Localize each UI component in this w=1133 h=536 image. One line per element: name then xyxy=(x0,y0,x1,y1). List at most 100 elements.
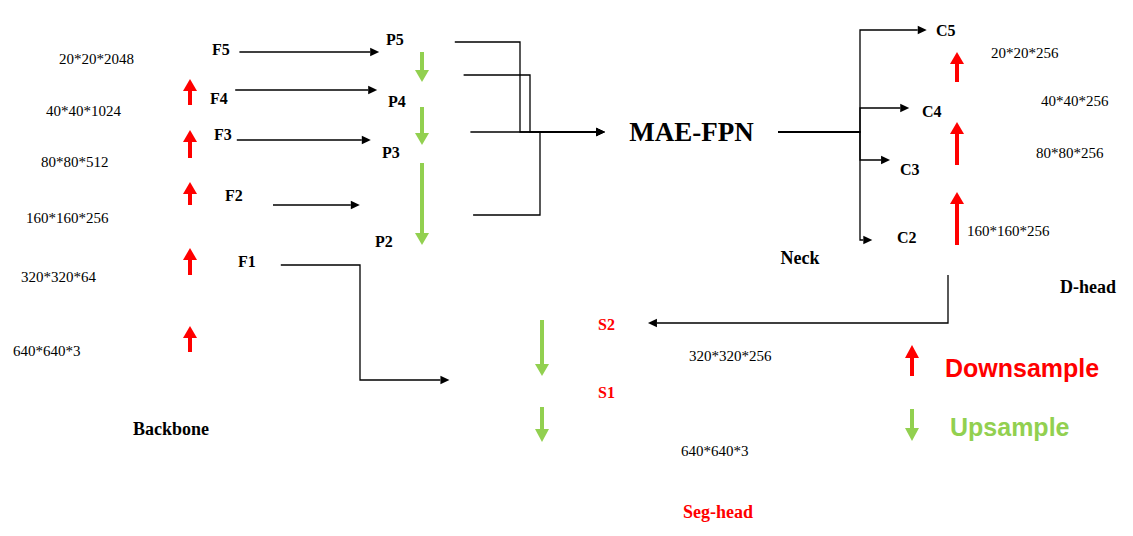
plane-label-holder: F4 xyxy=(210,90,228,108)
downsample-arrowhead xyxy=(183,326,197,338)
plane-label-holder: P3 xyxy=(382,144,400,162)
arrowhead xyxy=(183,248,197,260)
backbone-region: BackboneF5F4F3F2F1 xyxy=(10,18,333,442)
connector-line xyxy=(955,64,959,82)
connector-line xyxy=(955,134,959,165)
plane-label-holder: C4 xyxy=(922,103,942,121)
dimension-label-holder: 160*160*256 xyxy=(25,210,110,227)
region-title: Backbone xyxy=(133,419,209,440)
plane-shape xyxy=(905,65,1035,125)
plane-label-holder: F3 xyxy=(214,126,232,144)
dimension-label: 40*40*1024 xyxy=(45,103,122,120)
dimension-label-holder: 20*20*256 xyxy=(990,45,1060,62)
connector-arrow xyxy=(778,132,890,164)
plane-shape xyxy=(920,8,995,58)
box-label: MAE-FPN xyxy=(629,117,753,148)
plane-shape xyxy=(375,22,460,68)
arrowhead xyxy=(535,364,549,376)
dimension-label-holder: 320*320*64 xyxy=(20,269,97,286)
region-title-holder: Backbone xyxy=(133,419,209,440)
legend-text-holder: Upsample xyxy=(950,413,1069,442)
plane-label-holder: F1 xyxy=(238,253,256,271)
arrowhead xyxy=(596,128,605,136)
feature-plane-outline xyxy=(372,60,467,113)
connector-arrow xyxy=(281,265,450,384)
connector-arrow xyxy=(183,248,197,275)
feature-plane-outline xyxy=(133,172,283,238)
arrowhead xyxy=(900,104,909,112)
plane-shape xyxy=(155,37,245,77)
coral xyxy=(90,362,150,398)
region-border xyxy=(856,6,1127,301)
connector-line xyxy=(470,131,596,132)
connector-arrow xyxy=(235,86,377,94)
arrowhead xyxy=(415,70,429,82)
connector-line xyxy=(657,275,948,323)
arrowhead xyxy=(183,130,197,142)
coral xyxy=(138,385,182,405)
arrowhead xyxy=(183,182,197,194)
feature-plane: P5 xyxy=(375,22,460,68)
upsample-arrowhead xyxy=(535,429,549,442)
region-border xyxy=(346,16,849,274)
legend-arrowhead xyxy=(905,345,919,358)
dimension-label-holder: 40*40*1024 xyxy=(45,103,122,120)
underwater-photo xyxy=(80,250,330,410)
dimension-label: 160*160*256 xyxy=(25,210,110,227)
fish-stripes xyxy=(215,332,262,360)
connector-arrow xyxy=(470,128,605,136)
plane-shape xyxy=(133,172,283,238)
plane-label: F1 xyxy=(238,253,256,271)
plane-label-holder: C3 xyxy=(900,161,920,179)
dimension-label-holder: 40*40*256 xyxy=(1040,93,1110,110)
arrowhead xyxy=(881,156,890,164)
connector-line xyxy=(540,320,544,364)
dimension-label: 160*160*256 xyxy=(966,223,1051,240)
feature-plane: P2 xyxy=(350,175,480,262)
box-shape xyxy=(606,104,777,161)
connector-arrow xyxy=(455,42,605,136)
connector-arrow xyxy=(778,26,927,132)
plane-shape xyxy=(366,103,476,165)
connector-arrow xyxy=(464,75,605,136)
region-title-holder: Seg-head xyxy=(683,502,753,523)
plane-shape xyxy=(445,318,640,406)
plane-label: C3 xyxy=(900,161,920,179)
process-box: MAE-FPN xyxy=(605,103,778,162)
connector-line xyxy=(239,51,370,52)
arrowhead xyxy=(370,48,379,56)
dimension-label: 20*20*2048 xyxy=(58,51,135,68)
arrowhead xyxy=(596,128,605,136)
feature-plane-outline xyxy=(143,112,243,180)
connector-line xyxy=(420,163,424,233)
seg-plane-outline xyxy=(480,292,655,358)
dimension-label-holder: 80*80*256 xyxy=(1035,145,1105,162)
connector-line xyxy=(778,132,863,240)
plane-label: P5 xyxy=(386,31,404,49)
dimension-label-holder: 160*160*256 xyxy=(966,223,1051,240)
arrowhead xyxy=(950,52,964,64)
dimension-label: 320*320*64 xyxy=(20,269,97,286)
connector-arrow xyxy=(778,132,872,244)
dimension-label: 40*40*256 xyxy=(1040,93,1110,110)
connector-arrow xyxy=(183,182,197,205)
region-title-holder: Neck xyxy=(781,248,820,269)
plane-shape xyxy=(480,292,655,358)
seg-head-region-outline xyxy=(345,288,820,533)
connector-line xyxy=(778,108,900,132)
arrowhead xyxy=(863,236,872,244)
plane-label: P3 xyxy=(382,144,400,162)
plane-label: S1 xyxy=(598,384,615,402)
dimension-label-holder: 640*640*3 xyxy=(12,343,82,360)
feature-plane-outline xyxy=(862,207,1057,275)
connector-line xyxy=(188,91,192,105)
feature-plane-outline xyxy=(110,222,290,325)
mask-plane xyxy=(430,372,685,522)
plane-label: C5 xyxy=(936,22,956,40)
plane-shape xyxy=(862,207,1057,275)
feature-plane-outline xyxy=(920,8,995,58)
legend-arrow xyxy=(910,409,914,429)
dimension-label: 80*80*512 xyxy=(40,154,110,171)
arrowhead xyxy=(415,133,429,145)
